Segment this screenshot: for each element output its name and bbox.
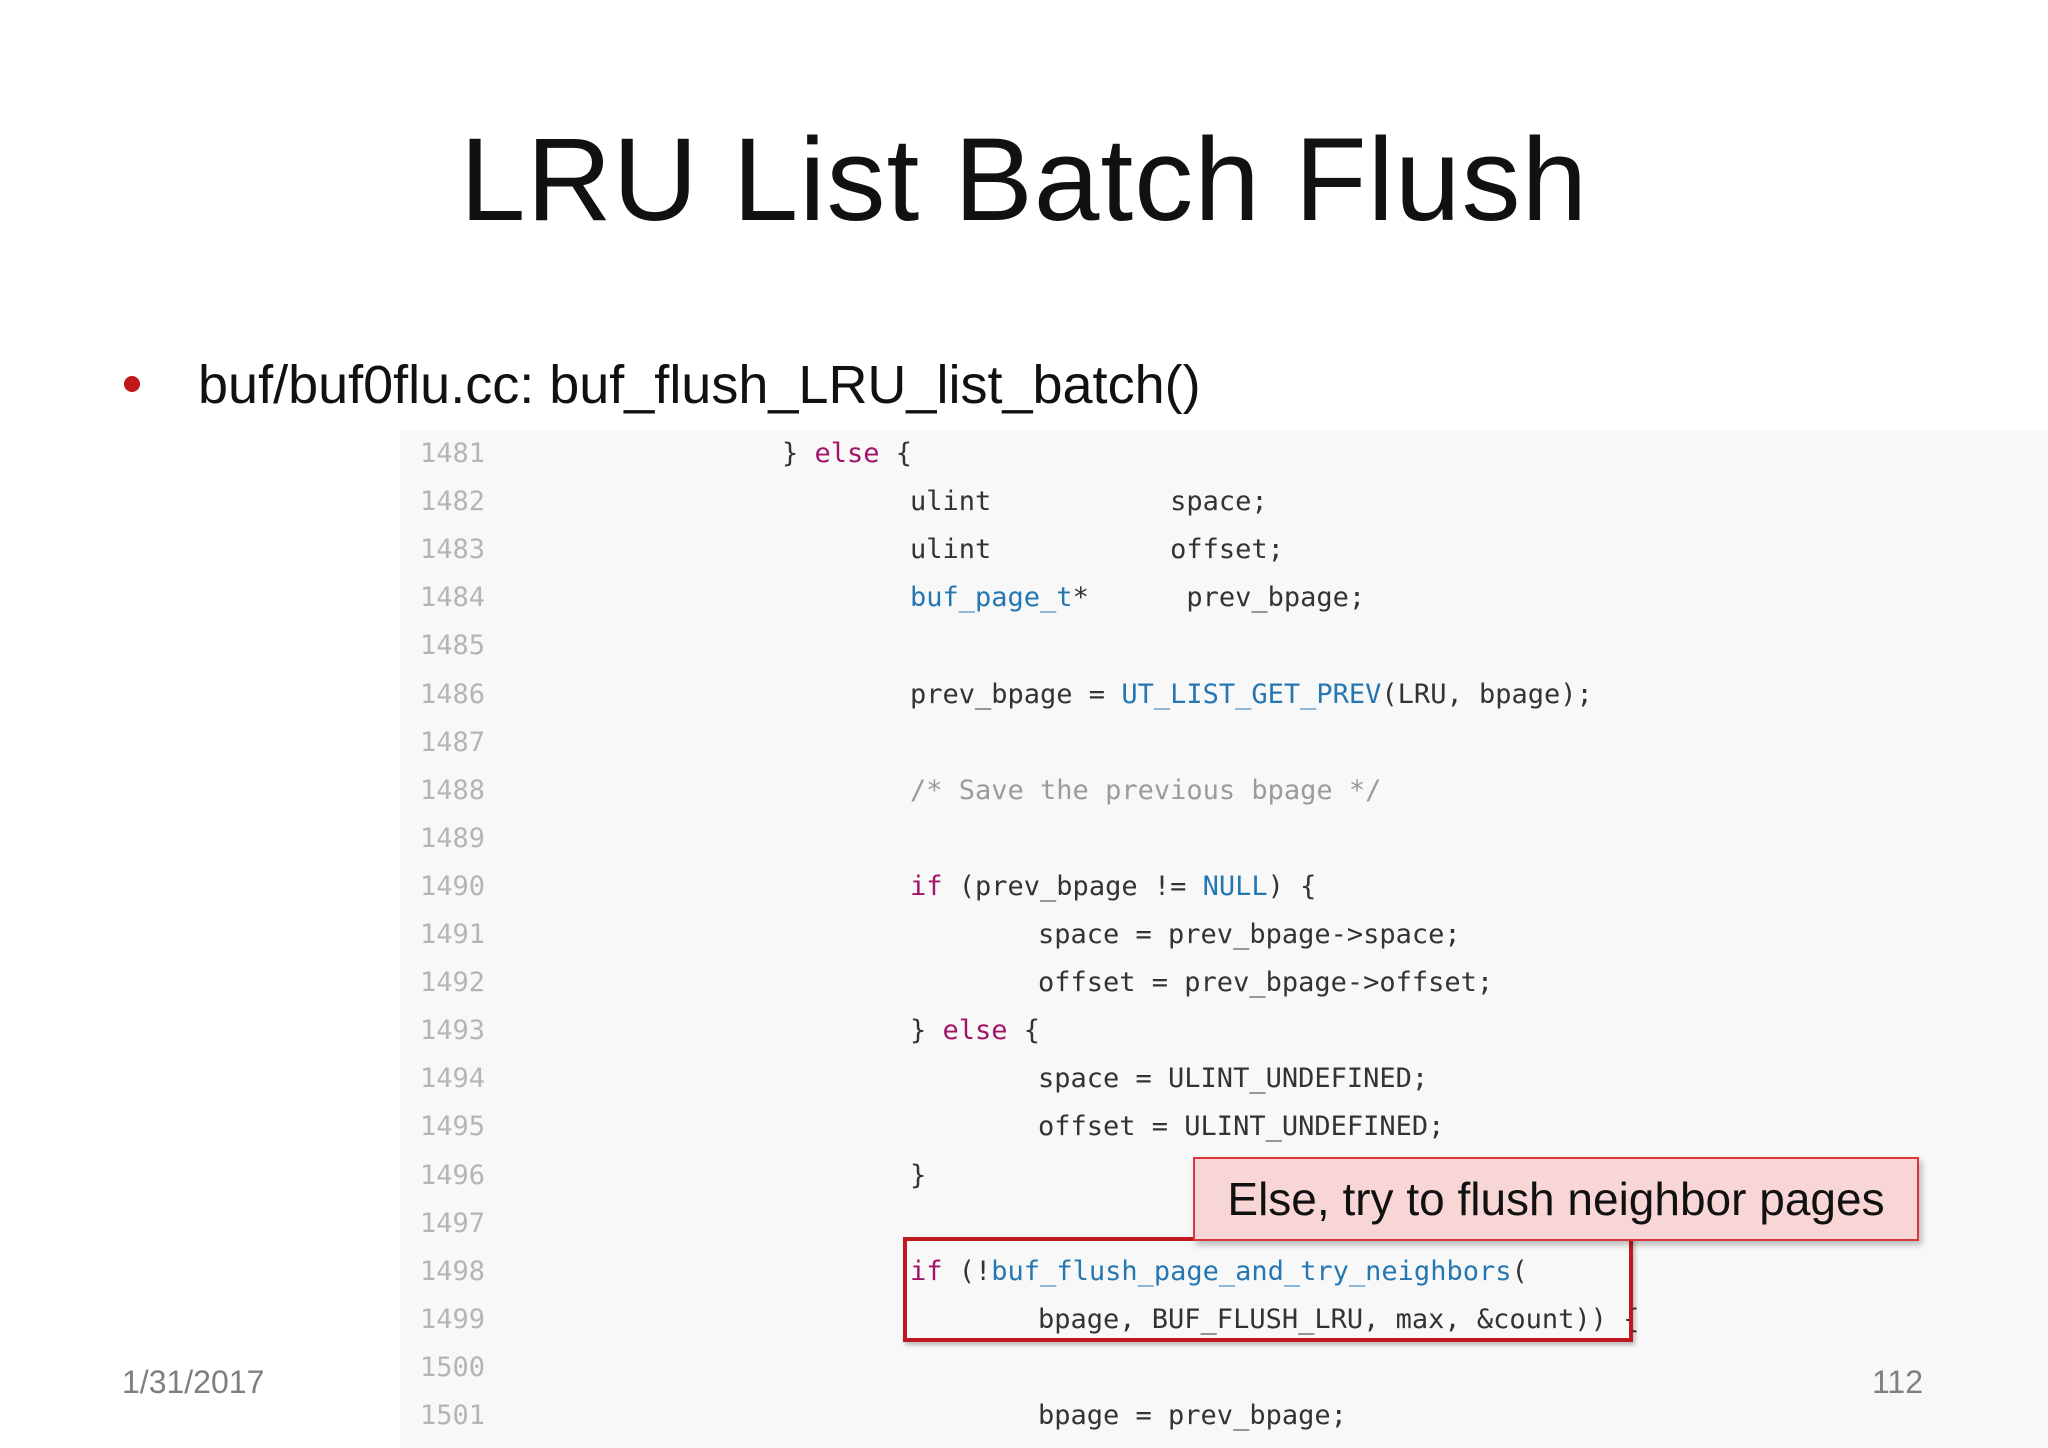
code-line: 1491 space = prev_bpage->space; <box>400 911 2048 959</box>
code-line: 1495 offset = ULINT_UNDEFINED; <box>400 1103 2048 1151</box>
code-token: offset = prev_bpage->offset; <box>1038 967 1494 999</box>
code-line: 1496} <box>400 1152 2048 1200</box>
code-text: offset = ULINT_UNDEFINED; <box>1038 1103 1444 1151</box>
code-line: 1481} else { <box>400 430 2048 478</box>
code-text: } <box>910 1152 926 1200</box>
code-token: (prev_bpage != <box>942 870 1203 902</box>
code-token: space = ULINT_UNDEFINED; <box>1038 1063 1429 1095</box>
code-line: 1488 /* Save the previous bpage */ <box>400 767 2048 815</box>
line-number: 1498 <box>420 1255 486 1287</box>
line-number: 1495 <box>420 1111 486 1143</box>
code-token: ( <box>1511 1255 1528 1287</box>
line-number: 1494 <box>420 1063 486 1095</box>
code-token: else <box>814 438 880 469</box>
code-text: if (!buf_flush_page_and_try_neighbors( <box>910 1248 1528 1296</box>
code-line: 1500 <box>400 1344 2048 1392</box>
line-number: 1481 <box>420 438 486 469</box>
code-line: 1486 prev_bpage = UT_LIST_GET_PREV(LRU, b… <box>400 671 2048 719</box>
code-token: prev_bpage = <box>910 678 1122 710</box>
line-number: 1492 <box>420 967 486 999</box>
line-number: 1497 <box>420 1207 486 1239</box>
line-number: 1499 <box>420 1303 486 1335</box>
line-number: 1491 <box>420 919 486 950</box>
code-line: 1487 <box>400 719 2048 767</box>
line-number: 1501 <box>420 1400 486 1431</box>
code-line: 1483 ulint offset; <box>400 526 2048 574</box>
code-line: 1489 <box>400 815 2048 863</box>
code-line: 1498 if (!buf_flush_page_and_try_neighbor… <box>400 1248 2048 1296</box>
code-token: UT_LIST_GET_PREV <box>1121 678 1382 710</box>
line-number: 1500 <box>420 1351 486 1383</box>
code-line: 1494 space = ULINT_UNDEFINED; <box>400 1055 2048 1103</box>
code-token: bpage = prev_bpage; <box>1038 1400 1347 1431</box>
code-token: offset = ULINT_UNDEFINED; <box>1038 1111 1445 1143</box>
code-token: /* Save the previous bpage */ <box>910 774 1382 806</box>
line-number: 1487 <box>420 726 486 758</box>
line-number: 1489 <box>420 822 486 854</box>
code-token: else <box>942 1015 1008 1047</box>
code-text: space = prev_bpage->space; <box>1038 911 1461 959</box>
code-text: } else { <box>782 430 912 478</box>
code-token: } <box>910 1159 927 1191</box>
code-token: } <box>782 438 815 469</box>
line-number: 1482 <box>420 486 486 518</box>
code-token: { <box>1007 1015 1041 1047</box>
code-token: buf_page_t <box>910 582 1073 614</box>
code-token: ulint offset; <box>910 534 1284 566</box>
code-line: 1497 <box>400 1200 2048 1248</box>
line-number: 1488 <box>420 774 486 806</box>
code-token: NULL <box>1202 870 1268 902</box>
code-text: space = ULINT_UNDEFINED; <box>1038 1055 1428 1103</box>
code-line: 1492 offset = prev_bpage->offset; <box>400 959 2048 1007</box>
code-line: 1482 ulint space; <box>400 478 2048 526</box>
code-text: if (prev_bpage != NULL) { <box>910 863 1316 911</box>
line-number: 1493 <box>420 1015 486 1047</box>
code-token: bpage, BUF_FLUSH_LRU, max, &count)) { <box>1038 1303 1640 1335</box>
code-text: prev_bpage = UT_LIST_GET_PREV(LRU, bpage… <box>910 671 1593 719</box>
code-text: bpage = prev_bpage; <box>1038 1392 1347 1440</box>
code-token: } <box>910 1015 943 1047</box>
code-line: 1499 bpage, BUF_FLUSH_LRU, max, &count)) … <box>400 1296 2048 1344</box>
code-text: ulint space; <box>910 478 1268 526</box>
bullet-text: buf/buf0flu.cc: buf_flush_LRU_list_batch… <box>198 355 1201 415</box>
code-line: 1485 <box>400 622 2048 670</box>
page-number: 112 <box>1872 1364 1924 1400</box>
line-number: 1484 <box>420 582 486 614</box>
line-number: 1496 <box>420 1159 486 1191</box>
code-line: 1493} else { <box>400 1007 2048 1055</box>
code-token: space = prev_bpage->space; <box>1038 919 1461 950</box>
code-line: 1484 buf_page_t* prev_bpage; <box>400 574 2048 622</box>
code-token: { <box>879 438 913 469</box>
code-token: ulint space; <box>910 486 1268 518</box>
code-token: buf_flush_page_and_try_neighbors <box>991 1255 1512 1287</box>
code-token: ) { <box>1267 870 1317 902</box>
code-text: buf_page_t* prev_bpage; <box>910 574 1365 622</box>
slide-title: LRU List Batch Flush <box>459 114 1589 246</box>
code-text: } else { <box>910 1007 1040 1055</box>
highlight-box <box>903 1237 1633 1342</box>
code-token: (LRU, bpage); <box>1381 678 1593 710</box>
code-token: if <box>910 1255 943 1287</box>
footer-date: 1/31/2017 <box>122 1364 265 1400</box>
code-text: ulint offset; <box>910 526 1284 574</box>
callout-box: Else, try to flush neighbor pages <box>1193 1157 1919 1241</box>
code-token: if <box>910 870 943 902</box>
line-number: 1483 <box>420 534 486 566</box>
line-number: 1486 <box>420 678 486 710</box>
code-text: /* Save the previous bpage */ <box>910 767 1381 815</box>
code-line: 1501 bpage = prev_bpage; <box>400 1392 2048 1440</box>
code-text: offset = prev_bpage->offset; <box>1038 959 1493 1007</box>
code-token: (! <box>942 1255 992 1287</box>
line-number: 1485 <box>420 630 486 662</box>
bullet-dot-icon <box>124 376 140 392</box>
line-number: 1490 <box>420 870 486 902</box>
code-line: 1490 if (prev_bpage != NULL) { <box>400 863 2048 911</box>
code-text: bpage, BUF_FLUSH_LRU, max, &count)) { <box>1038 1296 1639 1344</box>
code-token: * prev_bpage; <box>1072 582 1366 614</box>
